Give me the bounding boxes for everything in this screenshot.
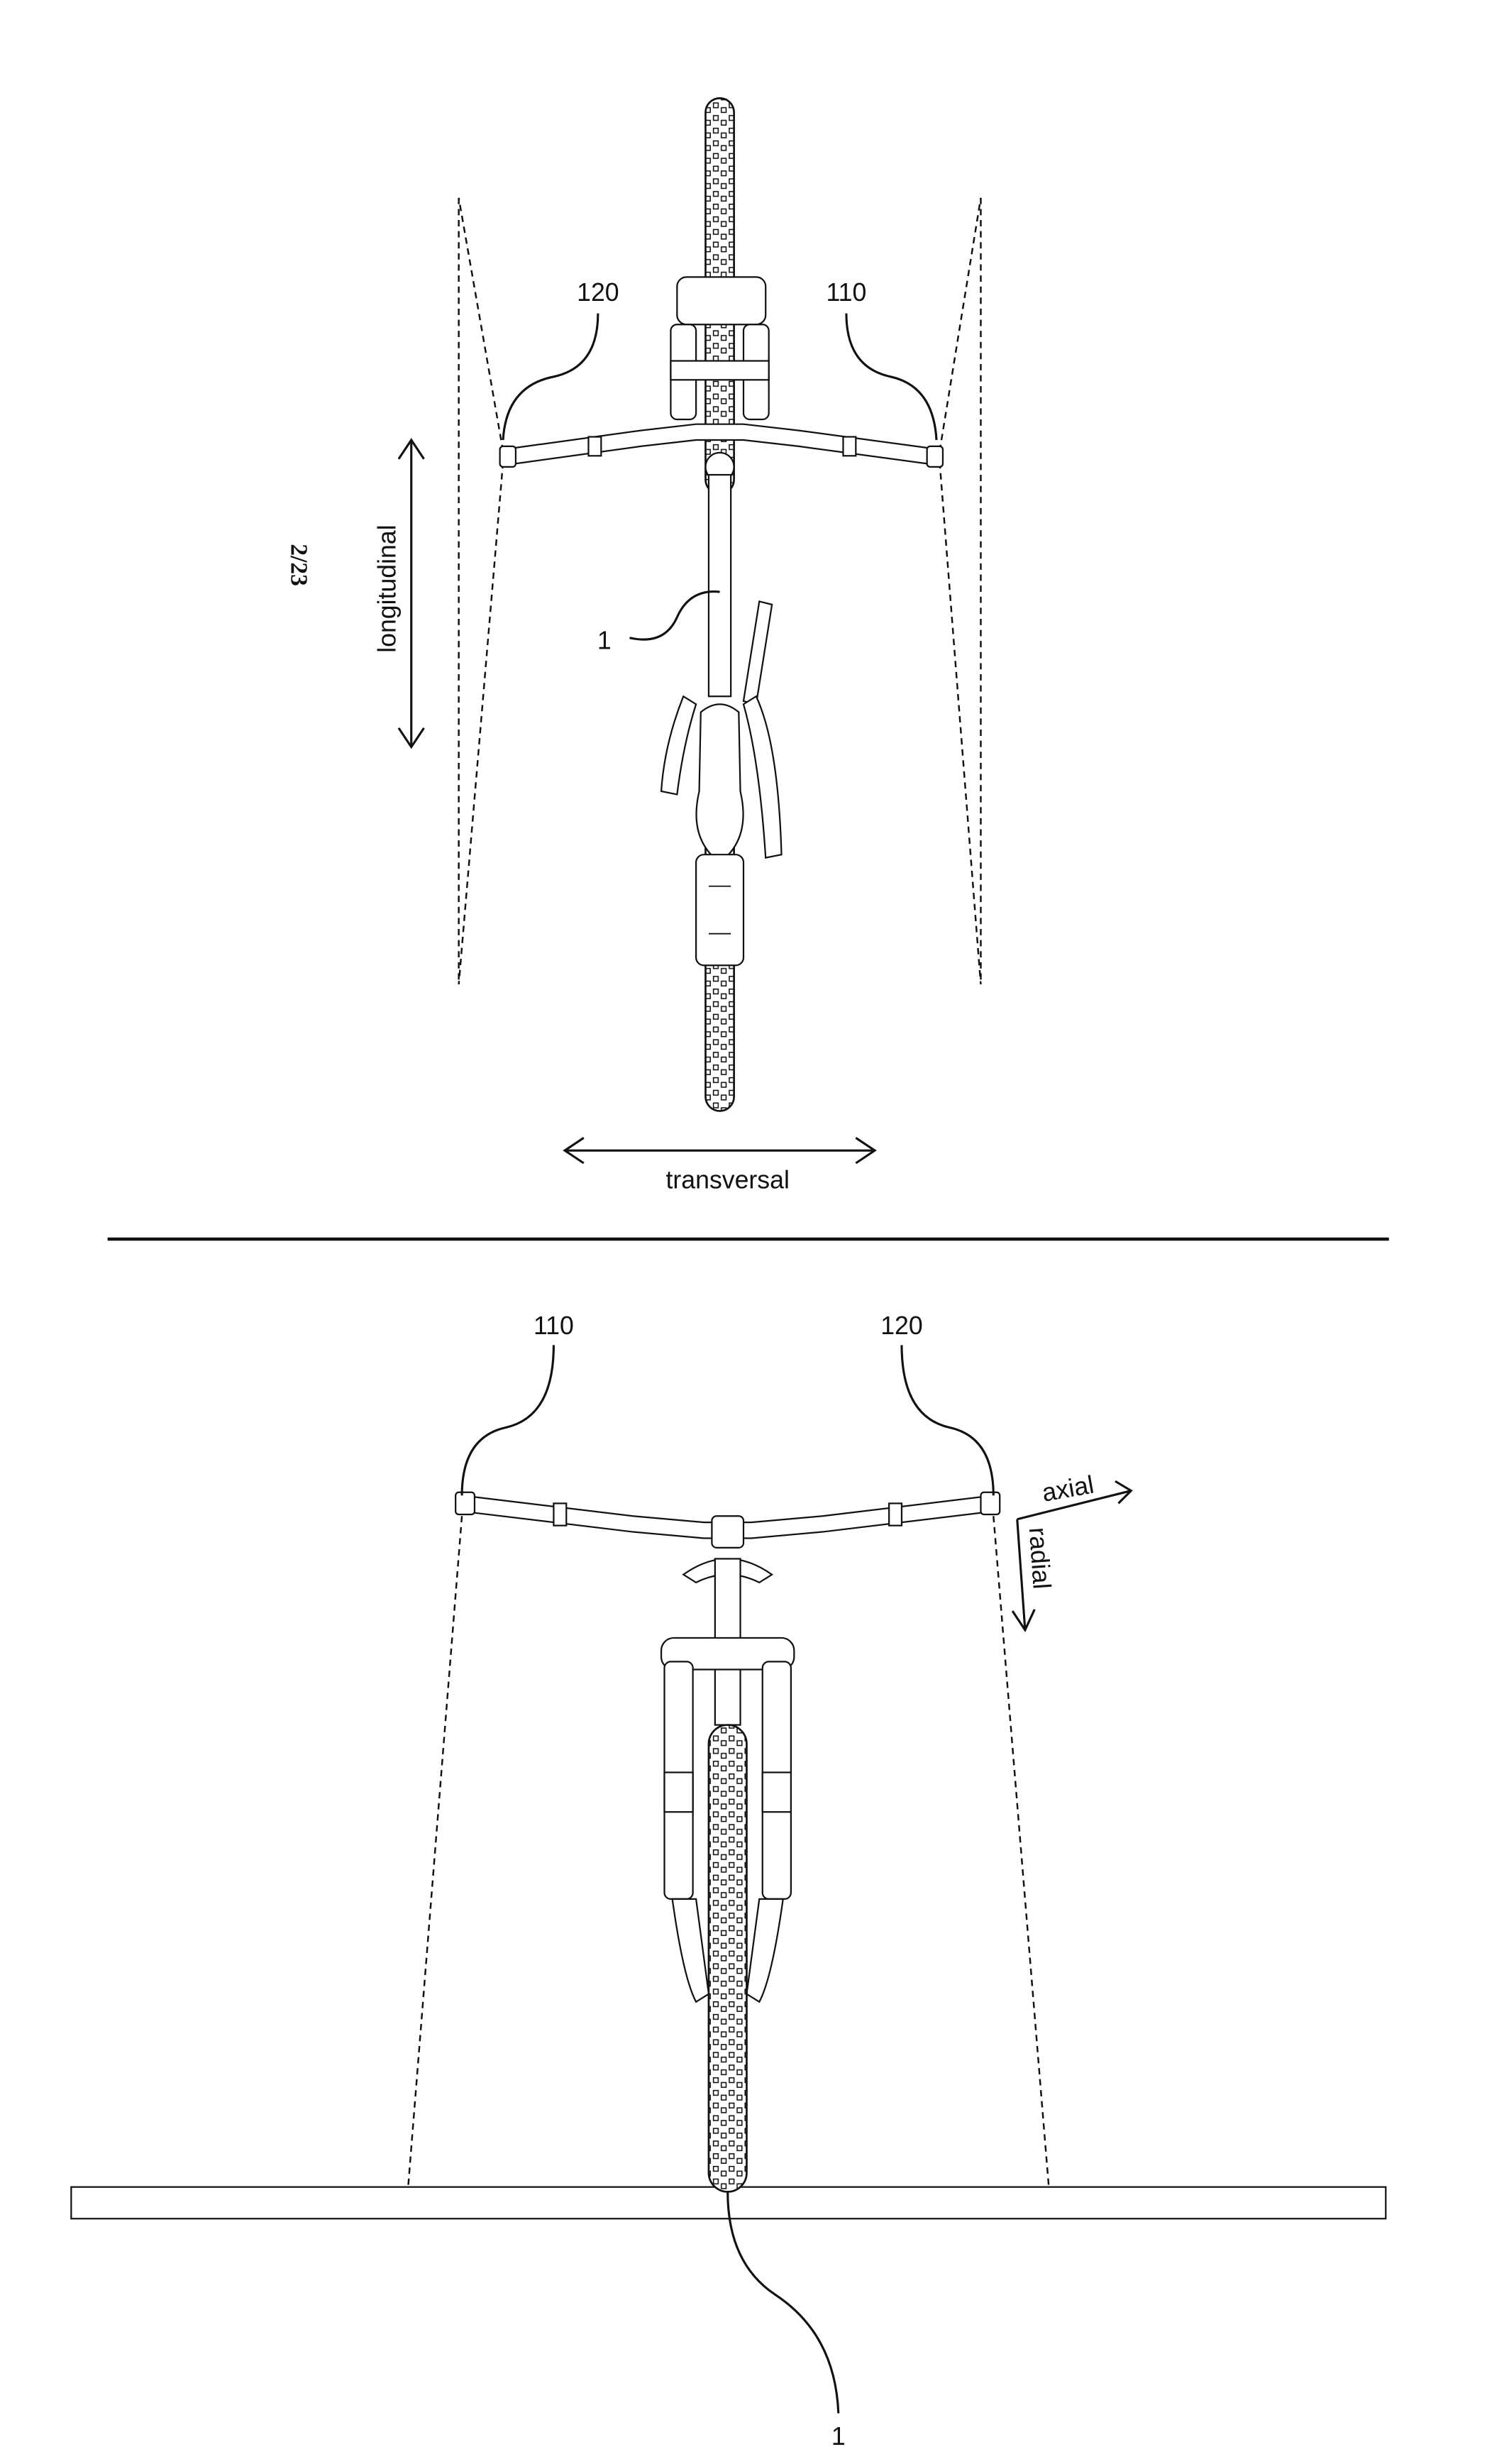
front-wheel-front-view <box>707 1724 748 2193</box>
left-detection-boundary <box>407 1516 463 2187</box>
longitudinal-arrow <box>397 438 425 749</box>
bicycle-top-view <box>499 97 944 1112</box>
label-1-top: 1 <box>597 626 612 654</box>
top-view-figure: 120 110 1 longitudinal transversal <box>372 97 982 1194</box>
axial-radial-arrows <box>1011 1480 1133 1632</box>
longitudinal-label: longitudinal <box>372 524 401 652</box>
transversal-arrow <box>563 1137 877 1165</box>
right-detection-zone <box>939 197 982 985</box>
transversal-label: transversal <box>666 1166 790 1194</box>
label-110-front: 110 <box>534 1311 574 1340</box>
sheet-number: 2/23 <box>285 544 311 585</box>
left-detection-zone <box>458 197 504 985</box>
bicycle-front-view <box>455 1491 1001 2193</box>
label-1-front: 1 <box>831 2422 846 2451</box>
front-view-figure: 110 120 1 axial radial <box>70 1311 1387 2451</box>
label-110-top: 110 <box>827 278 867 307</box>
right-detection-boundary <box>993 1516 1050 2187</box>
label-120-top: 120 <box>577 278 619 307</box>
label-120-front: 120 <box>880 1311 923 1340</box>
radial-label: radial <box>1024 1527 1056 1590</box>
